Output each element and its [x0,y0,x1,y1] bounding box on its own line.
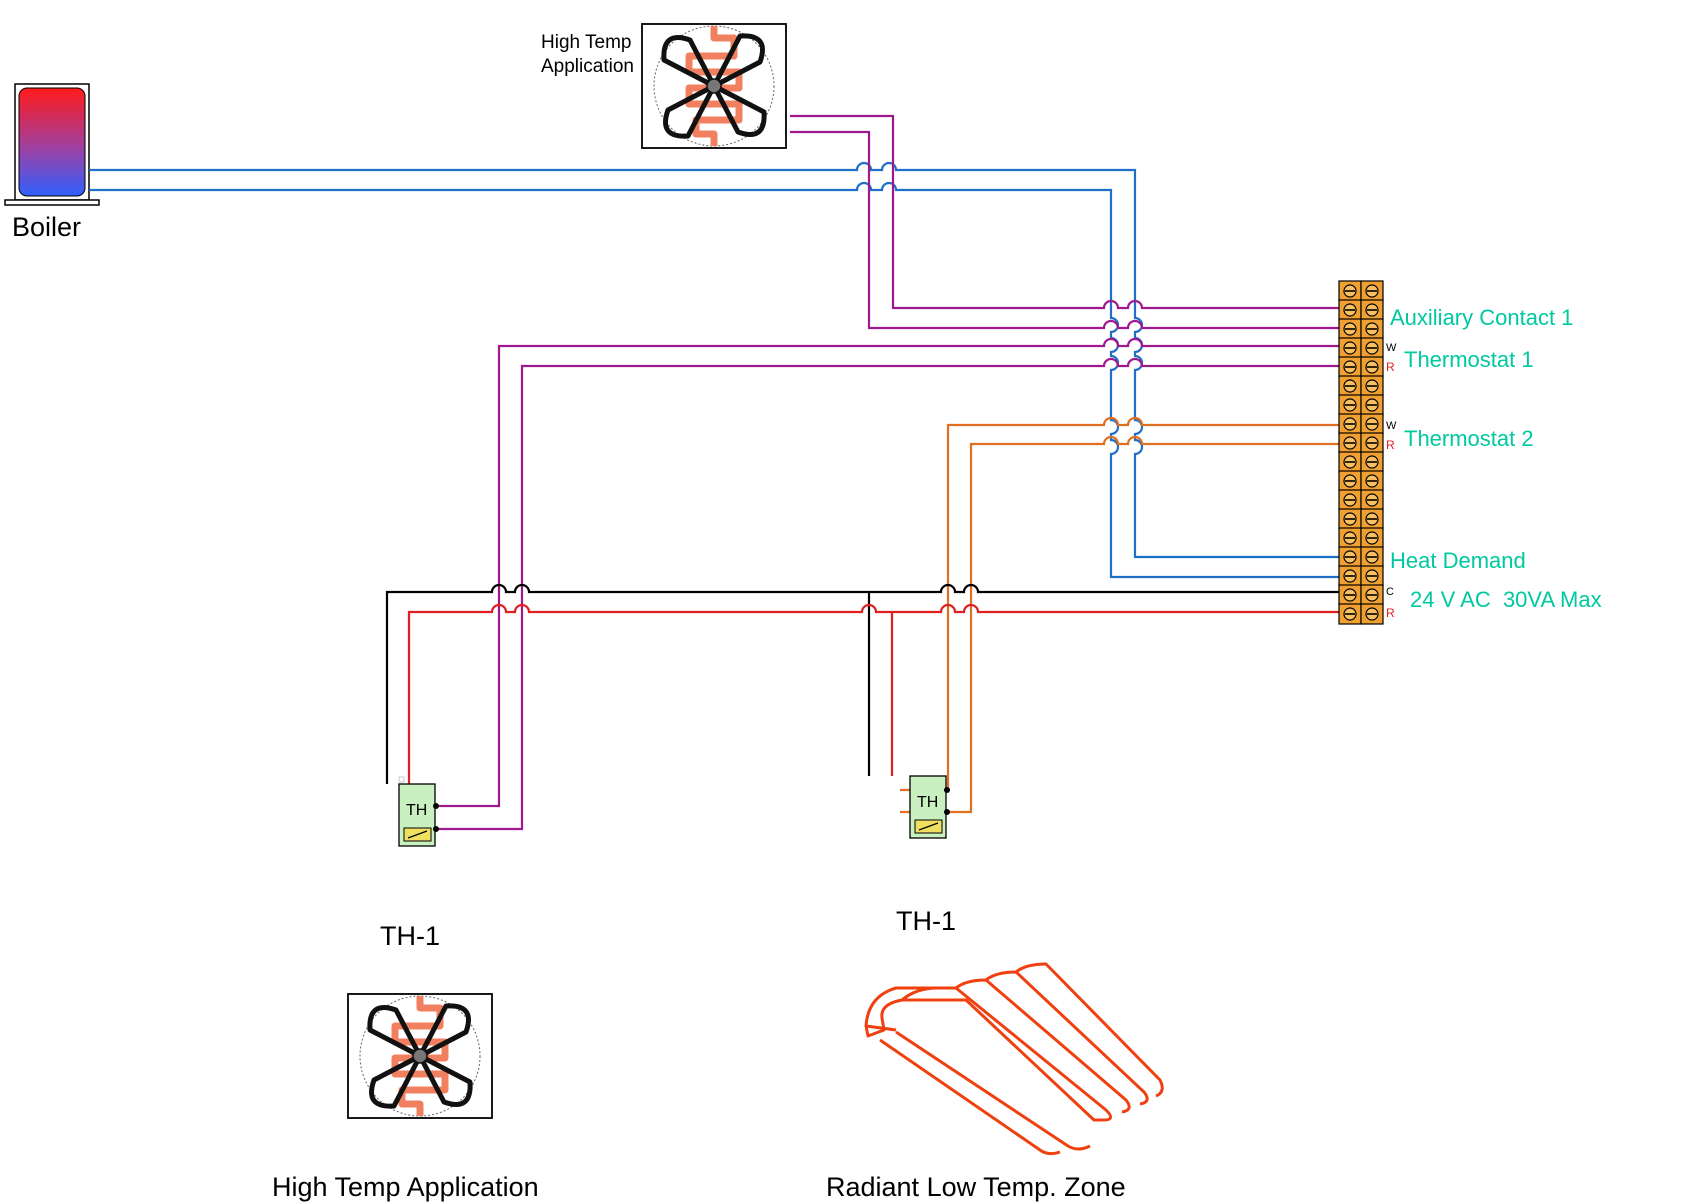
bottom-right-unit-label: Radiant Low Temp. Zone [826,1172,1126,1202]
label-power-24vac: 24 V AC 30VA Max [1410,587,1602,612]
thermostat2-wires [900,416,1339,814]
label-thermostat-1: Thermostat 1 [1404,347,1534,372]
thermostat1-wires [413,337,1339,831]
terminal-letter-t2-w: W [1386,420,1397,432]
label-thermostat-2: Thermostat 2 [1404,426,1534,451]
thermostat-right-label: TH-1 [896,906,956,936]
terminal-letter-t2-r: R [1386,438,1395,452]
hot-wire [407,603,1339,784]
boiler [4,83,100,206]
label-auxiliary-contact-1: Auxiliary Contact 1 [1390,305,1573,330]
boiler-wires [89,161,1339,579]
top-fan-unit [642,24,786,148]
thermostat-left-label: TH-1 [380,921,440,951]
bottom-fan-unit [348,994,492,1118]
radiant-floor-coil [864,962,1164,1156]
common-wire [385,583,1339,784]
thermostat-left-badge: TH [406,802,427,819]
bottom-left-unit-label: High Temp Application [272,1172,539,1202]
aux-contact-wires [790,114,1339,330]
top-unit-label-line1: High Temp [541,32,631,53]
terminal-letter-pw-r: R [1386,606,1395,620]
terminal-letter-pw-c: C [1386,586,1394,598]
top-unit-label-line2: Application [541,56,634,77]
thermostat-left [398,776,439,847]
thermostat-right-badge: TH [917,794,938,811]
terminal-block [1338,280,1384,625]
thermostat-right [909,775,950,839]
boiler-label: Boiler [12,212,81,242]
label-heat-demand: Heat Demand [1390,548,1526,573]
terminal-letter-t1-r: R [1386,360,1395,374]
terminal-letter-t1-w: W [1386,342,1397,354]
